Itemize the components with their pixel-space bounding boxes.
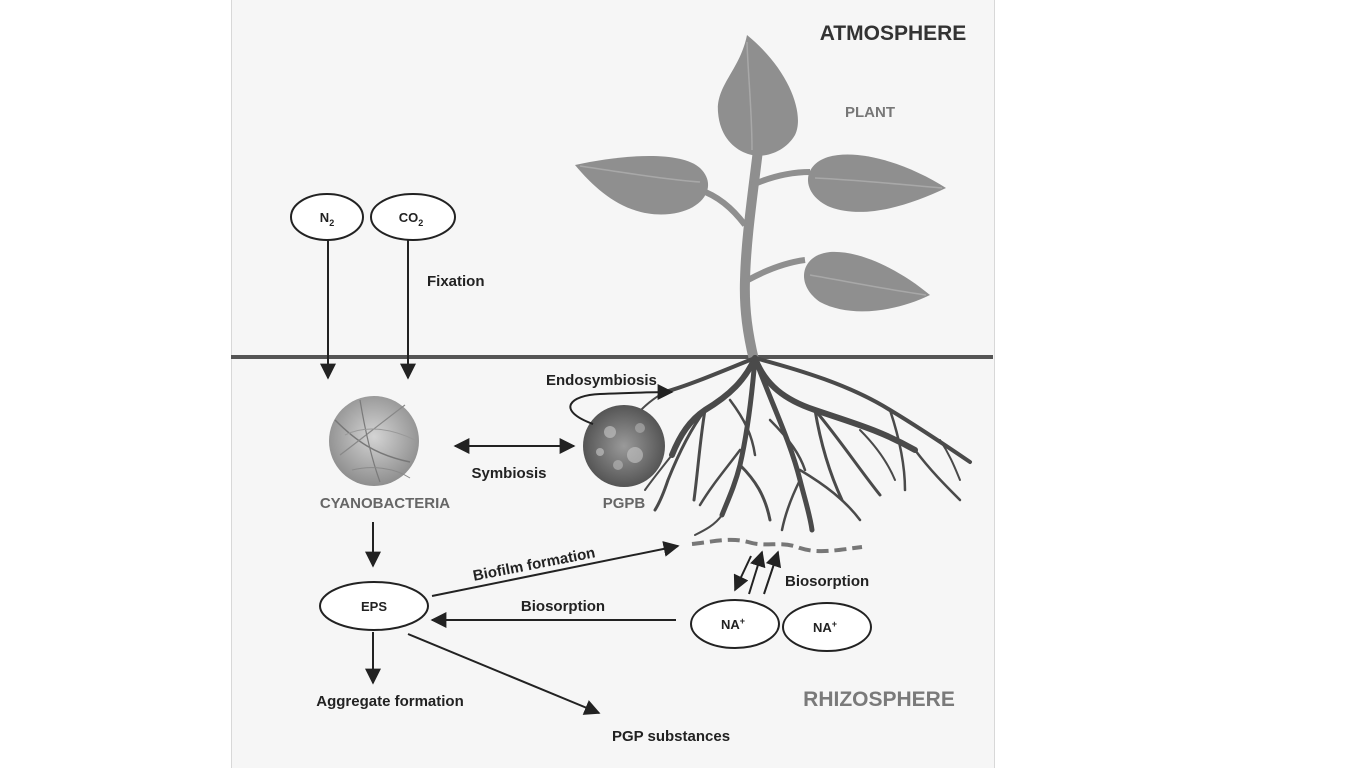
right-leaf <box>807 154 946 212</box>
cyanobacteria-image <box>329 396 419 486</box>
svg-text:NA+: NA+ <box>721 616 745 632</box>
n2-node: N2 <box>290 193 364 241</box>
eps-label: EPS <box>361 599 387 614</box>
fixation-label: Fixation <box>427 273 485 290</box>
biosorption-up-arrow-2 <box>763 550 782 595</box>
top-leaf <box>717 35 798 156</box>
pgpb-image <box>583 405 665 487</box>
svg-text:N2: N2 <box>320 210 334 228</box>
na-node-1: NA+ <box>690 599 780 649</box>
na1-label: NA <box>721 617 740 632</box>
co2-subscript: 2 <box>418 218 423 228</box>
na2-label: NA <box>813 620 832 635</box>
n2-label: N <box>320 210 329 225</box>
endosymbiosis-label: Endosymbiosis <box>546 372 657 389</box>
na1-superscript: + <box>740 616 745 626</box>
biofilm-dashed-line <box>691 537 863 554</box>
eps-node: EPS <box>319 581 429 631</box>
plant-branch-right <box>750 169 811 188</box>
eps-to-pgp-arrow <box>407 633 601 715</box>
symbiosis-label: Symbiosis <box>471 465 546 482</box>
svg-text:NA+: NA+ <box>813 619 837 635</box>
atmosphere-label: ATMOSPHERE <box>820 22 967 45</box>
left-leaf <box>575 155 709 215</box>
na2-superscript: + <box>832 619 837 629</box>
plant-stem <box>739 145 763 365</box>
aggregate-label: Aggregate formation <box>316 693 464 710</box>
pgp-label: PGP substances <box>612 728 730 745</box>
pgpb-label: PGPB <box>603 495 646 512</box>
rhizosphere-label: RHIZOSPHERE <box>803 688 955 711</box>
endosymbiosis-arrow <box>569 384 674 425</box>
co2-label: CO <box>399 210 419 225</box>
plant-branch-lower <box>746 257 806 283</box>
biosorption-up-arrow-1 <box>748 550 766 595</box>
cyanobacteria-label: CYANOBACTERIA <box>320 495 450 512</box>
diagram-panel <box>231 0 995 768</box>
plant-branch-left <box>698 187 748 227</box>
plant-illustration <box>575 35 946 365</box>
plant-label: PLANT <box>845 104 895 121</box>
na-node-2: NA+ <box>782 602 872 652</box>
co2-node: CO2 <box>370 193 456 241</box>
root-system <box>631 355 972 536</box>
biosorption-eps-label: Biosorption <box>521 598 605 615</box>
n2-subscript: 2 <box>329 218 334 228</box>
desorption-arrow <box>733 555 752 592</box>
biofilm-label: Biofilm formation <box>472 544 597 584</box>
biosorption-na-label: Biosorption <box>785 573 869 590</box>
lower-leaf <box>803 251 930 312</box>
svg-text:CO2: CO2 <box>399 210 424 228</box>
biofilm-arrow <box>431 541 680 597</box>
